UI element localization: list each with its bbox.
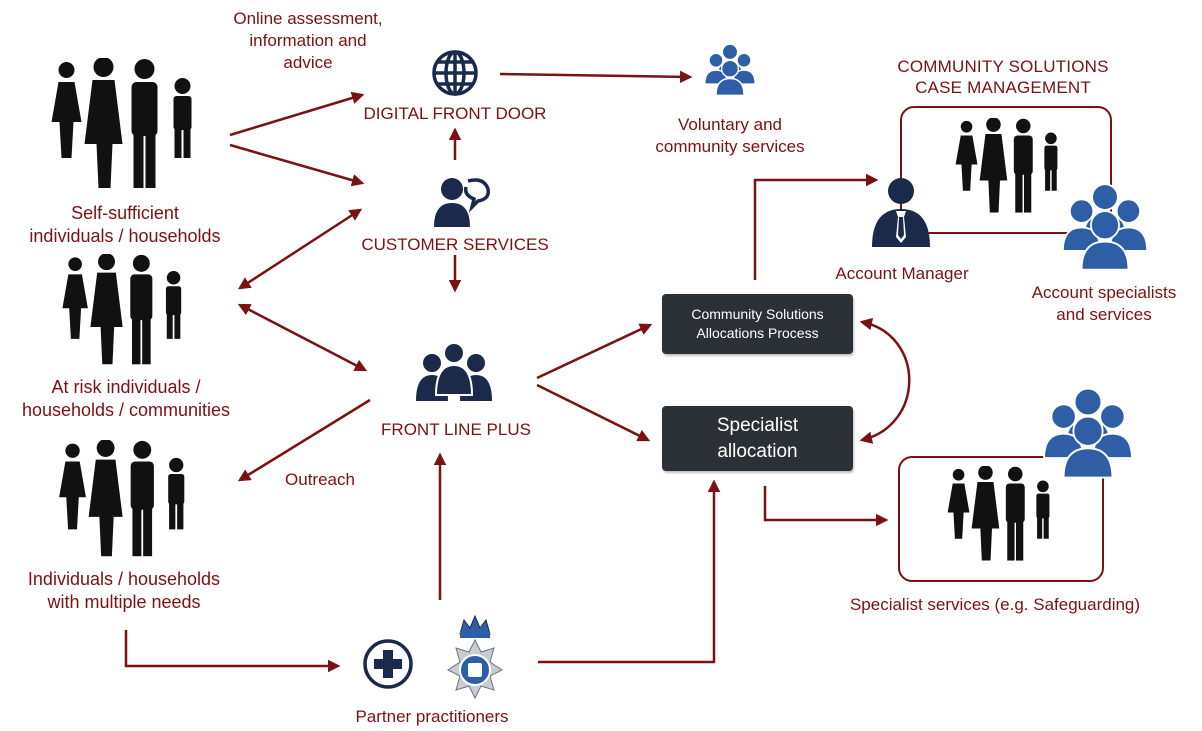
account-specialists-people-icon — [1061, 183, 1149, 271]
arrow-partner-to-specialist — [538, 479, 721, 664]
arrow-outreach — [237, 398, 371, 482]
case-management-title: COMMUNITY SOLUTIONS CASE MANAGEMENT — [897, 57, 1109, 98]
specialist-allocation-box: Specialist allocation — [662, 406, 853, 471]
arrow-frontline-to-allocations — [536, 323, 653, 380]
arrow-self-to-customer — [229, 143, 365, 187]
arrow-atrisk-frontline — [237, 303, 368, 372]
label-self-sufficient: Self-sufficient individuals / households — [29, 203, 221, 247]
health-cross-icon — [363, 639, 413, 689]
specialist-services-frame — [898, 456, 1104, 582]
label-customer-services: CUSTOMER SERVICES — [361, 235, 549, 254]
label-digital-front-door: DIGITAL FRONT DOOR — [363, 104, 547, 123]
label-account-manager: Account Manager — [835, 264, 969, 283]
front-line-plus-icon — [416, 344, 492, 401]
arrow-specialist-to-services — [763, 486, 889, 527]
voluntary-people-icon — [704, 43, 756, 97]
label-outreach: Outreach — [285, 470, 355, 489]
arrow-self-to-digital — [229, 91, 365, 137]
arrow-digital-to-voluntary — [499, 70, 693, 84]
allocations-process-box: Community Solutions Allocations Process — [662, 294, 853, 354]
police-badge-icon — [447, 614, 503, 700]
case-management-frame — [900, 106, 1112, 234]
arrow-allocations-specialist-loop — [859, 317, 911, 444]
family-icon-multiple-needs — [59, 440, 185, 557]
label-multiple-needs: Individuals / households with multiple n… — [27, 569, 221, 613]
arrow-frontline-to-specialist — [536, 383, 651, 442]
label-at-risk: At risk individuals / households / commu… — [21, 377, 231, 421]
arrow-allocations-to-case — [753, 173, 879, 280]
globe-icon — [432, 50, 478, 96]
customer-services-icon — [434, 178, 491, 227]
family-icon-specialist-services — [947, 466, 1050, 561]
specialist-services-people-icon — [1043, 387, 1133, 479]
label-front-line-plus: FRONT LINE PLUS — [381, 420, 531, 439]
arrow-multiple-to-partner — [124, 630, 341, 673]
account-manager-icon — [872, 178, 930, 247]
allocations-process-label: Community Solutions Allocations Process — [691, 306, 824, 341]
label-partner-practitioners: Partner practitioners — [355, 707, 509, 726]
family-icon-self-sufficient — [51, 58, 192, 188]
family-icon-at-risk — [62, 254, 182, 365]
label-account-specialists: Account specialists and services — [1031, 283, 1177, 325]
label-voluntary: Voluntary and community services — [655, 115, 805, 157]
arrow-customer-atrisk — [237, 208, 363, 290]
label-specialist-services: Specialist services (e.g. Safeguarding) — [849, 595, 1141, 614]
specialist-allocation-label: Specialist allocation — [716, 414, 799, 462]
online-assessment-note: Online assessment, information and advic… — [233, 9, 383, 73]
